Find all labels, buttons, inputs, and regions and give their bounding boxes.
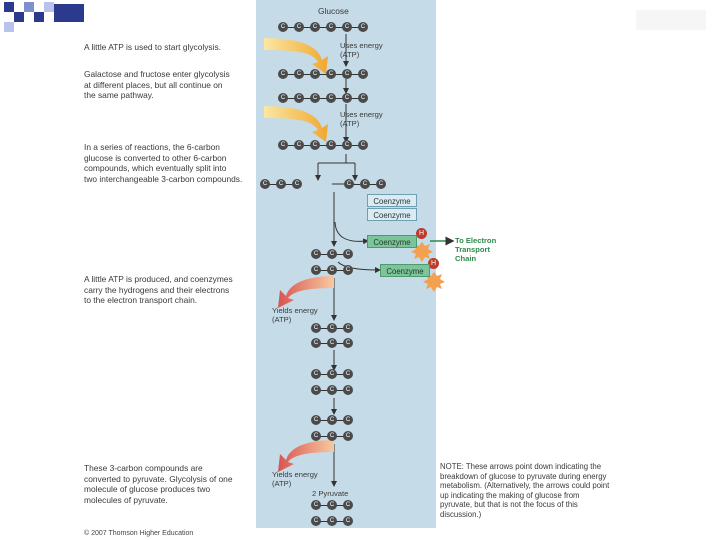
carbon-bond xyxy=(283,73,363,75)
carbon-atom: C xyxy=(327,369,337,379)
hydrogen-marker: H xyxy=(416,228,427,239)
carbon-atom: C xyxy=(310,69,320,79)
caption-atp-start: A little ATP is used to start glycolysis… xyxy=(84,42,221,52)
carbon-atom: C xyxy=(342,140,352,150)
carbon-atom: C xyxy=(294,93,304,103)
carbon-atom: C xyxy=(276,179,286,189)
carbon-atom: C xyxy=(343,369,353,379)
hydrogen-symbol: H xyxy=(430,260,437,267)
carbon-atom: C xyxy=(344,179,354,189)
carbon-atom: C xyxy=(326,93,336,103)
carbon-atom: C xyxy=(278,69,288,79)
carbon-atom: C xyxy=(327,323,337,333)
carbon-atom: C xyxy=(342,93,352,103)
carbon-atom: C xyxy=(260,179,270,189)
carbon-atom: C xyxy=(327,500,337,510)
hydrogen-marker: H xyxy=(428,258,439,269)
carbon-atom: C xyxy=(311,323,321,333)
energy-input-arrow-2 xyxy=(264,106,328,142)
carbon-atom: C xyxy=(311,249,321,259)
carbon-atom: C xyxy=(342,69,352,79)
yields-energy-label-1: Yields energy (ATP) xyxy=(272,306,318,325)
caption-pyruvate: These 3-carbon compounds are converted t… xyxy=(84,463,233,505)
coenzyme-box: Coenzyme xyxy=(367,208,417,221)
carbon-bond xyxy=(283,144,363,146)
carbon-atom: C xyxy=(343,431,353,441)
uses-energy-label-1: Uses energy (ATP) xyxy=(340,41,383,60)
hydrogen-symbol: H xyxy=(418,230,425,237)
carbon-atom: C xyxy=(327,415,337,425)
glucose-label: Glucose xyxy=(318,6,349,16)
carbon-atom: C xyxy=(311,516,321,526)
copyright: © 2007 Thomson Higher Education xyxy=(84,530,194,537)
uses-energy-label-2: Uses energy (ATP) xyxy=(340,110,383,129)
hydrogen-burst-2 xyxy=(423,272,445,292)
carbon-atom: C xyxy=(278,93,288,103)
carbon-atom: C xyxy=(376,179,386,189)
carbon-atom: C xyxy=(327,516,337,526)
carbon-atom: C xyxy=(311,500,321,510)
carbon-atom: C xyxy=(311,385,321,395)
caption-atp-produced: A little ATP is produced, and coenzymes … xyxy=(84,274,233,305)
carbon-atom: C xyxy=(294,22,304,32)
caption-split: In a series of reactions, the 6-carbon g… xyxy=(84,142,243,184)
yields-energy-label-2: Yields energy (ATP) xyxy=(272,470,318,489)
carbon-atom: C xyxy=(343,415,353,425)
energy-output-arrow-2 xyxy=(278,440,334,472)
carbon-atom: C xyxy=(360,179,370,189)
carbon-atom: C xyxy=(311,369,321,379)
carbon-atom: C xyxy=(342,22,352,32)
carbon-atom: C xyxy=(358,140,368,150)
carbon-atom: C xyxy=(278,140,288,150)
carbon-atom: C xyxy=(343,338,353,348)
carbon-atom: C xyxy=(327,338,337,348)
carbon-atom: C xyxy=(343,500,353,510)
carbon-atom: C xyxy=(326,69,336,79)
carbon-bond xyxy=(283,97,363,99)
carbon-atom: C xyxy=(327,431,337,441)
carbon-bond xyxy=(283,26,363,28)
electron-transport-chain-label: To Electron Transport Chain xyxy=(455,236,497,263)
energy-output-arrow-1 xyxy=(278,276,334,308)
carbon-atom: C xyxy=(311,265,321,275)
carbon-atom: C xyxy=(327,249,337,259)
coenzyme-box-reduced: Coenzyme xyxy=(367,235,417,248)
carbon-atom: C xyxy=(292,179,302,189)
carbon-atom: C xyxy=(310,140,320,150)
carbon-atom: C xyxy=(278,22,288,32)
carbon-atom: C xyxy=(327,265,337,275)
carbon-atom: C xyxy=(311,338,321,348)
carbon-atom: C xyxy=(311,415,321,425)
carbon-atom: C xyxy=(294,69,304,79)
caption-galactose: Galactose and fructose enter glycolysis … xyxy=(84,69,230,100)
carbon-atom: C xyxy=(343,249,353,259)
note-text: NOTE: These arrows point down indicating… xyxy=(440,462,610,519)
carbon-atom: C xyxy=(327,385,337,395)
carbon-atom: C xyxy=(310,22,320,32)
carbon-atom: C xyxy=(358,22,368,32)
coenzyme-box-reduced: Coenzyme xyxy=(380,264,430,277)
energy-input-arrow-1 xyxy=(264,38,328,74)
carbon-atom: C xyxy=(326,22,336,32)
faded-corner-box xyxy=(636,10,706,30)
carbon-atom: C xyxy=(358,69,368,79)
carbon-atom: C xyxy=(294,140,304,150)
carbon-atom: C xyxy=(343,516,353,526)
carbon-atom: C xyxy=(310,93,320,103)
pyruvate-label: 2 Pyruvate xyxy=(312,489,349,498)
coenzyme-box: Coenzyme xyxy=(367,194,417,207)
coenzyme-curve-1 xyxy=(334,221,369,245)
carbon-atom: C xyxy=(311,431,321,441)
carbon-atom: C xyxy=(326,140,336,150)
carbon-atom: C xyxy=(343,323,353,333)
carbon-atom: C xyxy=(343,385,353,395)
carbon-atom: C xyxy=(343,265,353,275)
carbon-atom: C xyxy=(358,93,368,103)
